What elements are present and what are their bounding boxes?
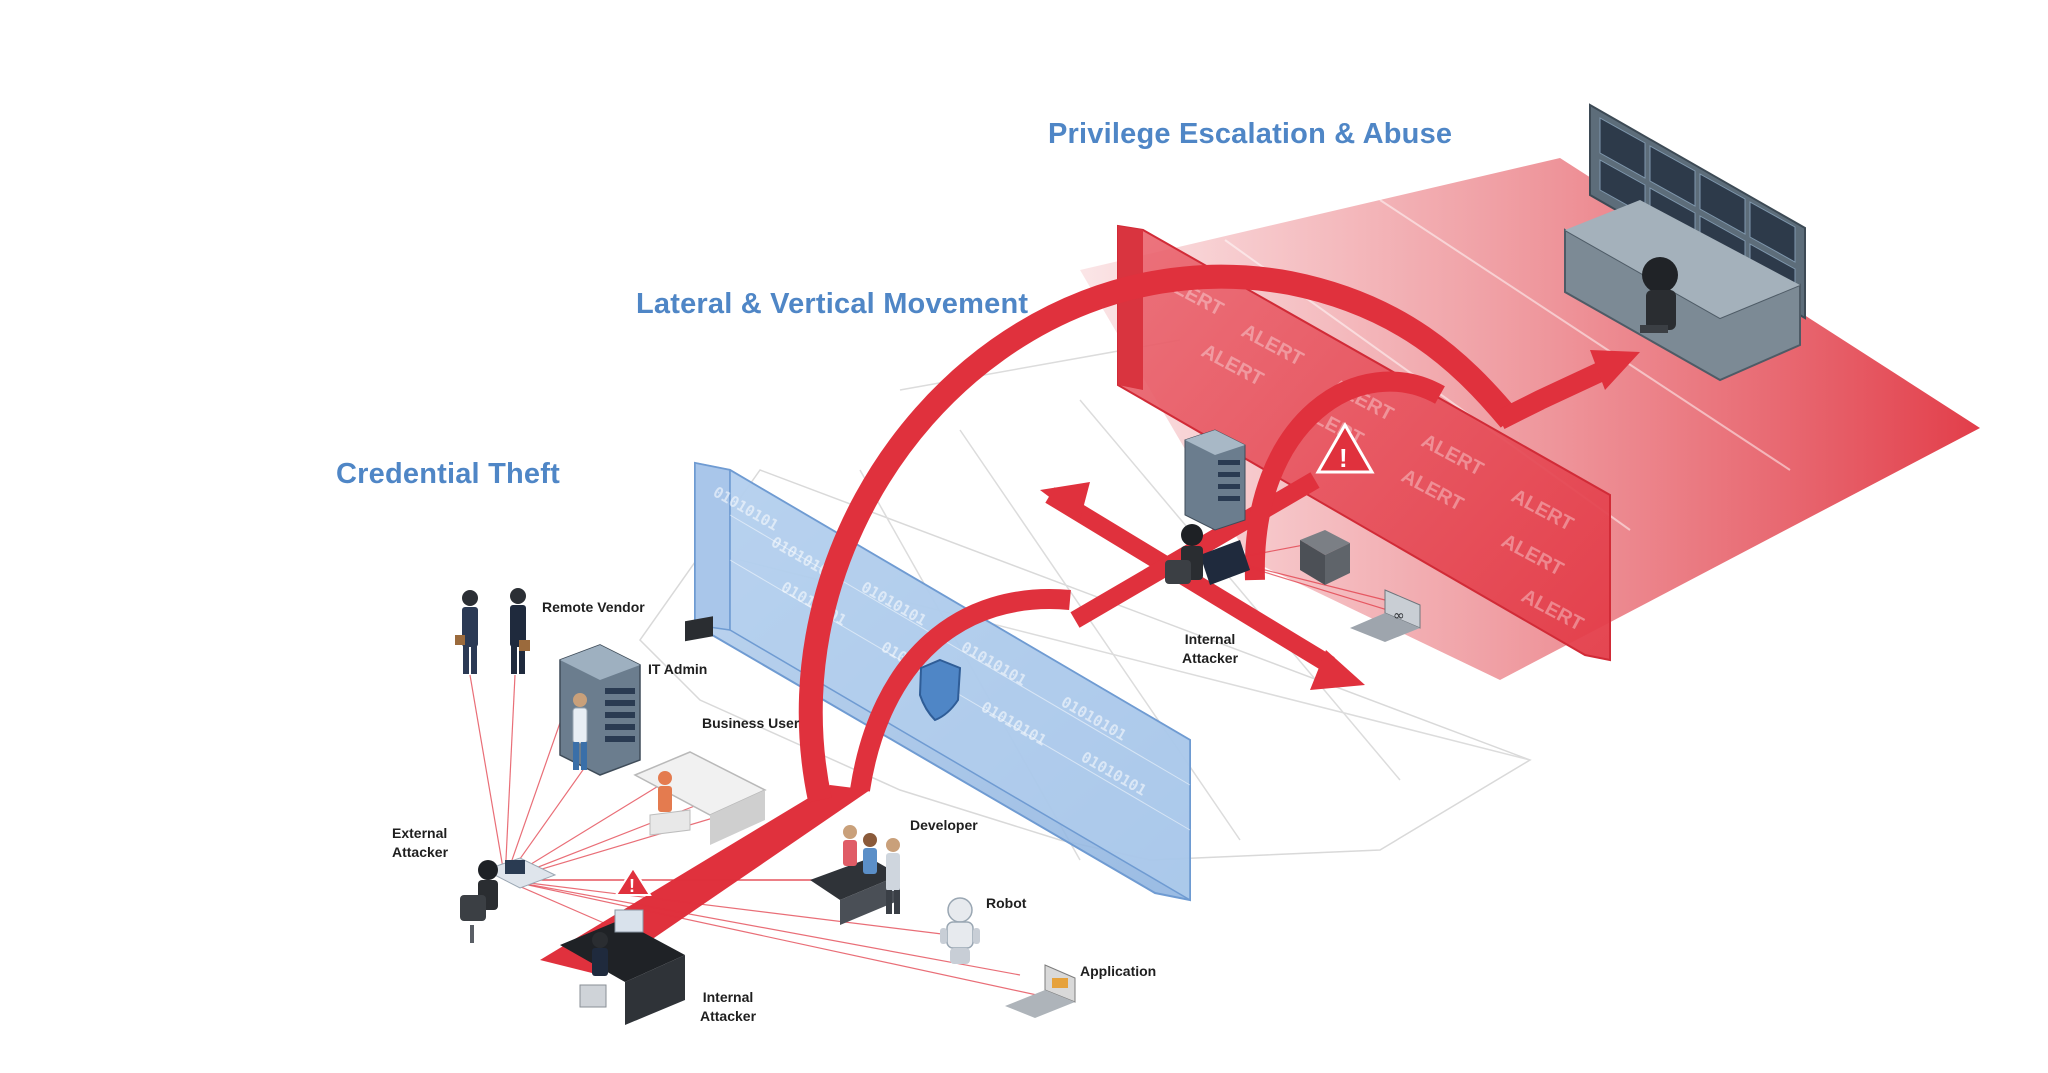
stage-title-credential-theft: Credential Theft	[336, 458, 560, 490]
label-application: Application	[1080, 963, 1157, 979]
developer-group	[810, 825, 900, 925]
business-user-desk	[633, 616, 767, 845]
label-remote-vendor: Remote Vendor	[542, 599, 645, 615]
label-internal-attacker-center-line2: Attacker	[1182, 650, 1239, 666]
center-safe-box	[1300, 530, 1350, 585]
label-internal-attacker-front-line2: Attacker	[700, 1008, 757, 1024]
warning-icon: !	[614, 866, 652, 896]
label-external-attacker-line2: Attacker	[392, 844, 449, 860]
svg-text:!: !	[1339, 443, 1348, 473]
center-laptop-icon: ∞	[1350, 589, 1421, 642]
laptop-icon	[1005, 964, 1076, 1018]
label-internal-attacker-center-line1: Internal	[1184, 631, 1236, 647]
shield-icon	[918, 658, 962, 722]
label-business-user: Business User	[702, 715, 800, 731]
it-admin-figure	[572, 693, 588, 770]
stage-title-privilege-escalation: Privilege Escalation & Abuse	[1048, 118, 1453, 150]
remote-vendor-figures	[455, 588, 530, 674]
label-internal-attacker-center: Internal Attacker	[1182, 630, 1238, 668]
internal-attacker-desk	[560, 909, 685, 1025]
center-server-rack-icon	[1184, 429, 1246, 531]
video-wall-icon	[1564, 103, 1806, 382]
label-external-attacker-line1: External	[392, 825, 448, 841]
server-rack-icon	[559, 644, 641, 776]
label-it-admin: IT Admin	[648, 661, 708, 677]
alert-wall-warning-icon: !	[1315, 421, 1375, 474]
svg-text:∞: ∞	[1393, 608, 1405, 624]
label-external-attacker: External Attacker	[392, 824, 448, 862]
robot-figure	[940, 897, 980, 964]
center-internal-attacker-figure	[1165, 524, 1250, 585]
stage-title-lateral-movement: Lateral & Vertical Movement	[636, 288, 1029, 320]
svg-text:!: !	[629, 876, 635, 896]
external-attacker-figure	[460, 857, 557, 943]
label-developer: Developer	[910, 817, 978, 833]
alert-wall: ALERT ALERT ALERT ALERT ALERT ALERT ALER…	[1117, 224, 1611, 662]
label-internal-attacker-front-line1: Internal	[702, 989, 754, 1005]
label-robot: Robot	[986, 895, 1027, 911]
label-internal-attacker-front: Internal Attacker	[700, 988, 756, 1026]
